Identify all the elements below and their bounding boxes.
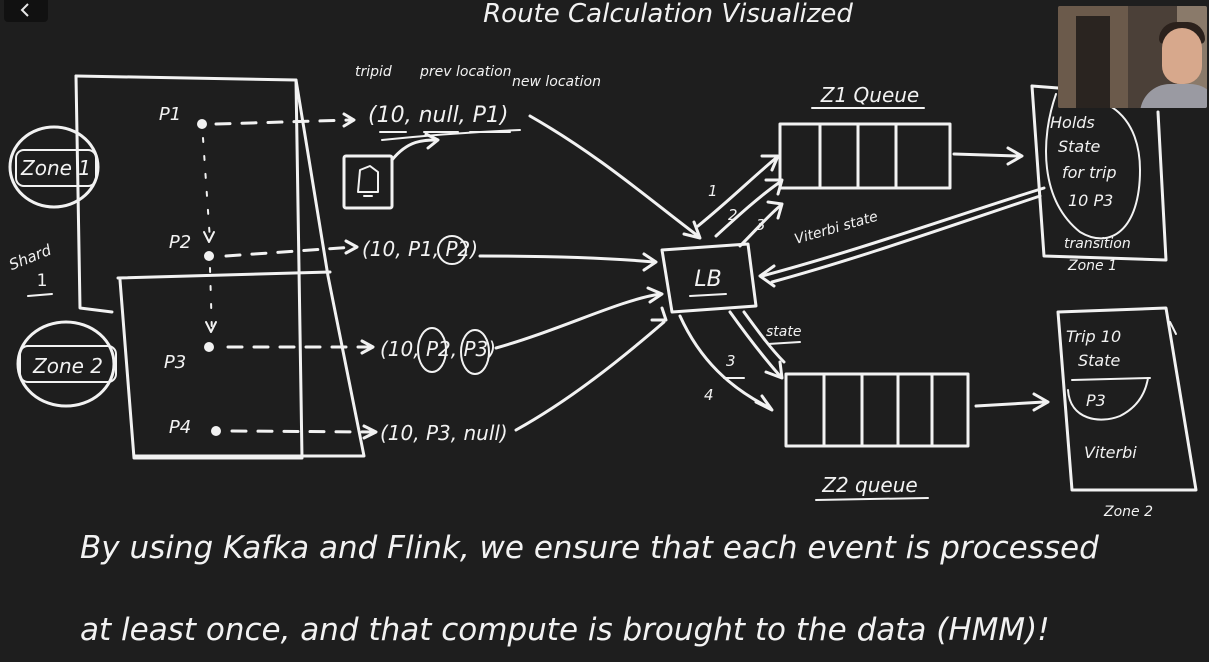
tuple-to-lb-arrows	[478, 114, 702, 432]
point-to-tuple-arrows	[214, 112, 378, 440]
arrow-label-3b: 3	[726, 352, 736, 370]
tuple-2: (10, P1, P2)	[362, 237, 478, 261]
shard-number: 1	[37, 271, 48, 291]
z2-queue: Z2 queue	[784, 372, 1050, 501]
chevron-left-icon	[20, 3, 29, 17]
point-p4: P4	[169, 417, 221, 438]
z2-zone-box: Trip 10 State P3 Viterbi Zone 2	[1056, 306, 1198, 520]
annotation-prev-location: prev location	[419, 64, 512, 80]
zone2-label: Zone 2	[32, 354, 103, 378]
z1-state-line-3: for trip	[1062, 163, 1117, 182]
zone1-label: Zone 1	[20, 156, 91, 180]
point-p3: P3	[164, 342, 214, 373]
z2-state-line-2: State	[1078, 351, 1121, 370]
tuple-3: (10, P2, P3)	[380, 337, 496, 361]
z1-state-line-2: State	[1058, 137, 1101, 156]
z2-p3: P3	[1086, 391, 1106, 410]
zone1-label-group: Zone 1	[8, 125, 100, 209]
viterbi-state-arrow: Viterbi state	[758, 186, 1046, 288]
point-p1-label: P1	[159, 104, 181, 125]
shard-label: Shard	[6, 241, 54, 274]
caption-line-1: By using Kafka and Flink, we ensure that…	[80, 530, 1099, 566]
point-p2-label: P2	[169, 232, 191, 253]
z1-queue-label: Z1 Queue	[820, 83, 920, 107]
caption-line-2: at least once, and that compute is broug…	[80, 612, 1050, 648]
z1-zone-box: Holds State for trip 10 P3 transition Zo…	[1030, 84, 1168, 274]
tuple-1: (10, null, P1)	[368, 103, 509, 128]
lb-to-z2-arrows: state 3 4	[678, 310, 801, 412]
arrow-label-2: 2	[728, 206, 738, 224]
z2-viterbi: Viterbi	[1084, 443, 1137, 462]
annotation-new-location: new location	[512, 74, 601, 90]
viterbi-state-label: Viterbi state	[793, 209, 880, 248]
phone-icon	[342, 132, 440, 210]
point-p3-label: P3	[164, 352, 186, 373]
z2-queue-label: Z2 queue	[821, 473, 917, 497]
annotation-tripid: tripid	[355, 64, 392, 80]
arrow-label-4: 4	[704, 386, 714, 404]
z1-queue: Z1 Queue	[778, 83, 1024, 190]
shard-region	[74, 74, 366, 460]
point-p1: P1	[159, 104, 207, 129]
load-balancer: LB	[660, 242, 758, 314]
load-balancer-label: LB	[694, 267, 721, 292]
z1-state-line-4: 10 P3	[1068, 191, 1113, 210]
point-p4-label: P4	[169, 417, 191, 438]
presenter-webcam	[1058, 6, 1207, 108]
z2-zone-label: Zone 2	[1103, 504, 1153, 520]
z1-zone-label: Zone 1	[1067, 258, 1117, 274]
z1-transition-label: transition	[1064, 236, 1131, 252]
zone2-label-group: Zone 2	[16, 320, 117, 408]
z2-state-line-1: Trip 10	[1066, 327, 1121, 346]
tuple-4: (10, P3, null)	[380, 421, 508, 445]
back-button[interactable]	[4, 0, 48, 22]
arrow-label-3: 3	[756, 216, 766, 234]
z1-state-line-1: Holds	[1050, 113, 1095, 132]
page-title: Route Calculation Visualized	[483, 0, 853, 29]
state-label: state	[766, 324, 801, 340]
point-p2: P2	[169, 232, 214, 261]
arrow-label-1: 1	[708, 182, 718, 200]
lb-to-z1-arrows: 1 2 3	[696, 154, 784, 248]
